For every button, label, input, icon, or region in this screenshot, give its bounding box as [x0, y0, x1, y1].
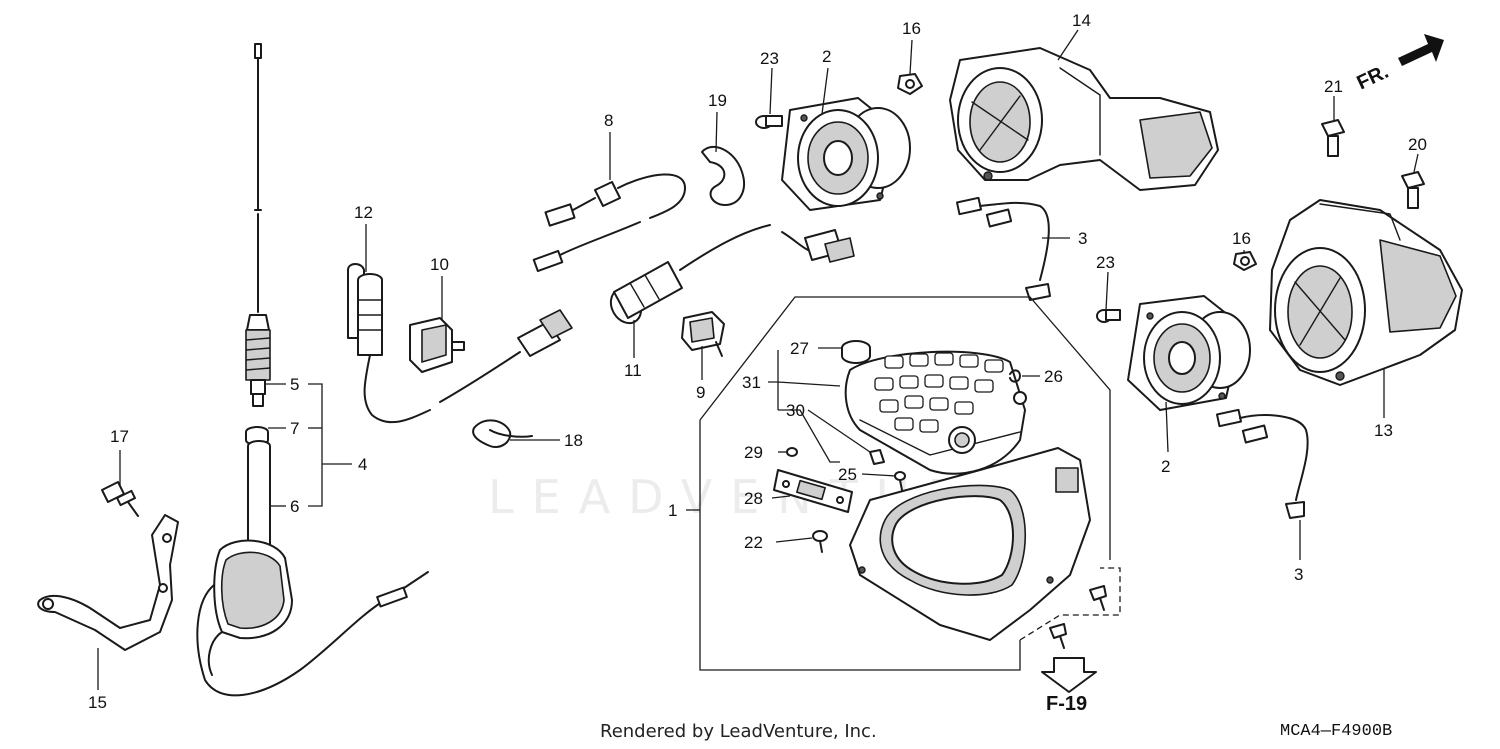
bolt-21-icon [1321, 119, 1345, 157]
callout-16-upper: 16 [902, 19, 921, 38]
antenna-bracket [37, 514, 179, 651]
callout-26: 26 [1044, 367, 1063, 386]
callout-29: 29 [744, 443, 763, 462]
callout-23-lower: 23 [1096, 253, 1115, 272]
speaker-housing-14 [949, 47, 1219, 191]
connector-9 [681, 311, 725, 357]
knob-30 [869, 449, 885, 465]
diagram-code: MCA4—F4900B [1280, 722, 1392, 741]
bracket-28 [773, 469, 853, 513]
callout-13: 13 [1374, 421, 1393, 440]
front-direction-label: FR. [1354, 61, 1392, 95]
callout-11: 11 [624, 361, 642, 380]
callout-30: 30 [786, 401, 805, 420]
callout-19: 19 [708, 91, 727, 110]
callout-7: 7 [290, 419, 299, 438]
callout-2-upper: 2 [822, 47, 831, 66]
socket-12 [347, 263, 573, 424]
speaker-lower [1127, 295, 1251, 411]
clip-26 [1009, 369, 1021, 383]
bolt-20-icon [1401, 171, 1425, 209]
reference-arrow-icon [1041, 657, 1097, 693]
callout-4: 4 [358, 455, 367, 474]
callout-5: 5 [290, 375, 299, 394]
callout-16-lower: 16 [1232, 229, 1251, 248]
callout-31: 31 [742, 373, 761, 392]
front-direction-arrow-icon: FR. [1354, 34, 1444, 94]
callout-3-lower: 3 [1294, 565, 1303, 584]
callout-labels: 1 2 2 3 3 4 5 6 7 8 9 10 11 12 13 14 15 … [88, 11, 1427, 712]
callout-1: 1 [668, 501, 677, 520]
clamp-19 [701, 145, 745, 206]
callout-15: 15 [88, 693, 107, 712]
callout-22: 22 [744, 533, 763, 552]
audio-unit-group-frame [699, 296, 1121, 671]
nut-16-lower-icon [1233, 251, 1257, 271]
callout-28: 28 [744, 489, 763, 508]
bolt-17-icon [101, 481, 139, 517]
callout-27: 27 [790, 339, 809, 358]
callout-20: 20 [1408, 135, 1427, 154]
screw-22-icon [812, 530, 828, 553]
harness-3-upper [955, 196, 1051, 301]
clip-29 [786, 447, 798, 457]
leader-lines [97, 29, 1419, 690]
screw-23-lower-icon [1096, 309, 1121, 323]
callout-21: 21 [1324, 77, 1343, 96]
callout-17: 17 [110, 427, 129, 446]
callout-12: 12 [354, 203, 373, 222]
reference-label: F-19 [1046, 693, 1087, 715]
audio-unit-body [849, 447, 1091, 641]
switch-10 [409, 317, 465, 373]
callout-14: 14 [1072, 11, 1091, 30]
cable-band-18 [472, 419, 533, 448]
knob-27 [841, 340, 871, 364]
callout-2-lower: 2 [1161, 457, 1170, 476]
cable-8 [532, 173, 686, 273]
callout-6: 6 [290, 497, 299, 516]
harness-3-lower [1215, 408, 1309, 519]
antenna-mast [245, 43, 271, 407]
callout-25: 25 [838, 465, 857, 484]
callout-18: 18 [564, 431, 583, 450]
callout-3-upper: 3 [1078, 229, 1087, 248]
control-panel-31 [844, 350, 1027, 475]
callout-10: 10 [430, 255, 449, 274]
tapping-screws-icon [1049, 585, 1107, 649]
nut-16-upper-icon [897, 73, 923, 95]
callout-9: 9 [696, 383, 705, 402]
antenna-base [196, 440, 429, 697]
plug-11 [609, 224, 855, 325]
screw-23-upper-icon [755, 115, 783, 129]
speaker-upper [781, 97, 911, 211]
callout-23-upper: 23 [760, 49, 779, 68]
speaker-housing-13 [1269, 199, 1463, 386]
rendered-by-text: Rendered by LeadVenture, Inc. [600, 721, 877, 742]
callout-8: 8 [604, 111, 613, 130]
